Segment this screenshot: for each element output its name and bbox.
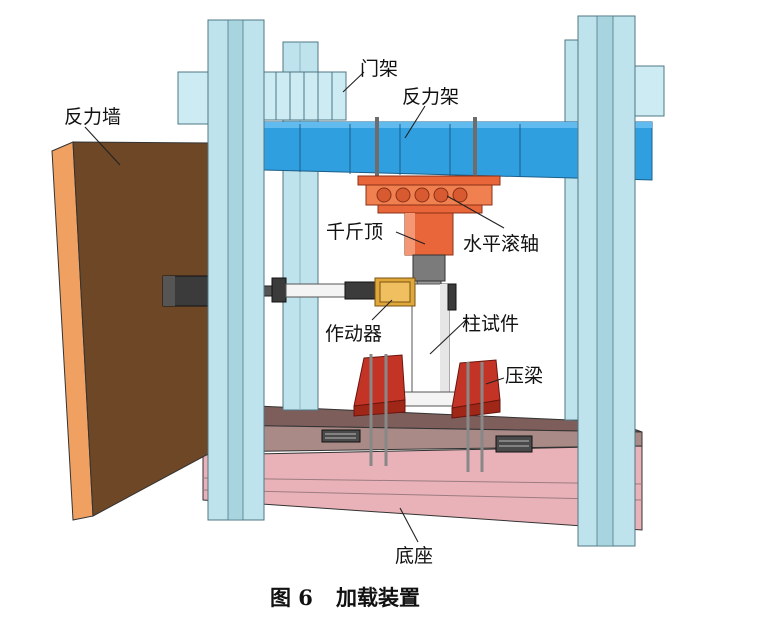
label-pressure-beam: 压梁 xyxy=(505,365,543,387)
base xyxy=(202,403,643,531)
front-column-right xyxy=(577,15,636,547)
front-column-left xyxy=(207,19,265,521)
label-reaction-wall: 反力墙 xyxy=(64,106,121,128)
anchor-blocks xyxy=(321,429,533,453)
jack xyxy=(404,212,454,288)
pressure-beam-right xyxy=(451,359,501,472)
label-reaction-frame: 反力架 xyxy=(402,86,459,108)
leader-lines xyxy=(84,71,505,543)
label-jack: 千斤顶 xyxy=(326,221,383,243)
reaction-wall xyxy=(51,141,213,521)
label-actuator: 作动器 xyxy=(325,323,382,345)
label-portal-frame: 门架 xyxy=(360,58,398,80)
label-column-specimen: 柱试件 xyxy=(462,313,519,335)
label-base: 底座 xyxy=(395,545,433,567)
reaction-beam xyxy=(263,121,653,181)
pressure-beam-left xyxy=(353,354,406,466)
figure-title: 加载装置 xyxy=(335,585,420,610)
horizontal-roller xyxy=(357,175,501,214)
actuator-wall-mount xyxy=(162,275,214,307)
figure-number: 图 6 xyxy=(270,585,313,610)
label-horizontal-roller: 水平滚轴 xyxy=(463,233,539,255)
